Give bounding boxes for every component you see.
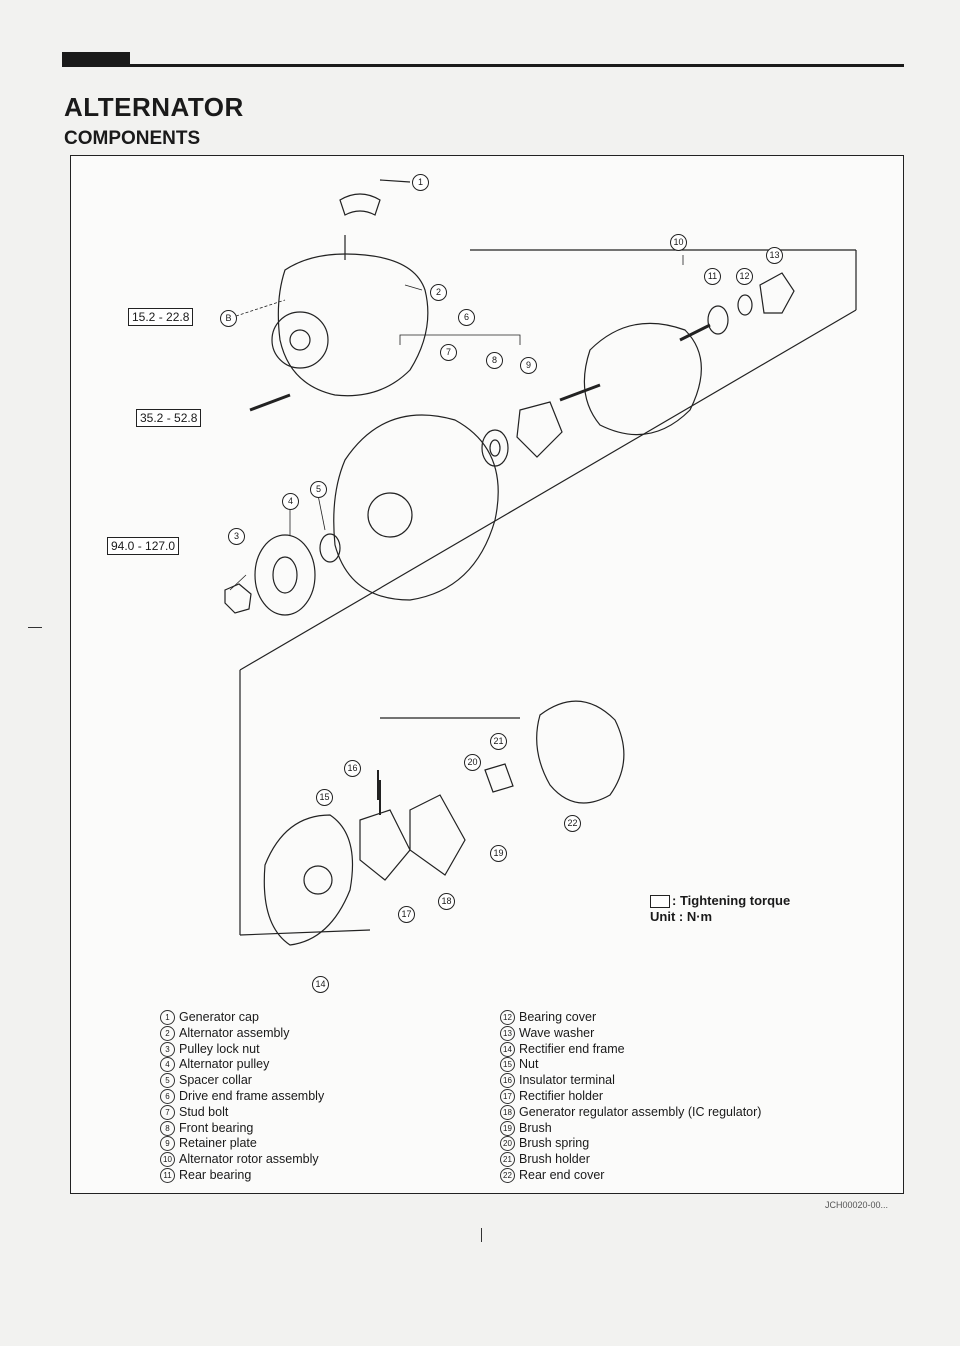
page-header-rule xyxy=(62,64,904,67)
bearing-cover-shape xyxy=(737,294,753,316)
rear-end-cover-shape xyxy=(536,700,625,804)
page-mark xyxy=(481,1228,482,1242)
callout-18: 18 xyxy=(438,893,455,910)
rectifier-end-frame-shape xyxy=(263,814,353,946)
callout-12: 12 xyxy=(736,268,753,285)
alternator-assembly-shape xyxy=(277,253,429,397)
leader-line xyxy=(379,179,411,183)
callout-20: 20 xyxy=(464,754,481,771)
callout-9: 9 xyxy=(520,357,537,374)
section-subtitle: COMPONENTS xyxy=(64,128,201,149)
leader-line xyxy=(239,929,371,936)
spacer-collar-shape xyxy=(319,533,341,563)
callout-16: 16 xyxy=(344,760,361,777)
callout-3: 3 xyxy=(228,528,245,545)
torque-legend: : Tightening torque Unit : N·m xyxy=(650,893,790,925)
margin-mark xyxy=(28,627,42,628)
callout-6: 6 xyxy=(458,309,475,326)
callout-8: 8 xyxy=(486,352,503,369)
callout-19: 19 xyxy=(490,845,507,862)
wave-washer-shape xyxy=(759,272,795,314)
callout-2: 2 xyxy=(430,284,447,301)
leader-line xyxy=(239,309,857,671)
nut-shape xyxy=(224,583,252,614)
retainer-plate-shape xyxy=(516,401,563,458)
diagram-frame xyxy=(70,155,904,1194)
front-bearing-shape xyxy=(481,429,509,467)
page-title: ALTERNATOR xyxy=(64,92,244,122)
callout-1: 1 xyxy=(412,174,429,191)
callout-15: 15 xyxy=(316,789,333,806)
torque-value-box: 35.2 - 52.8 xyxy=(136,409,202,427)
callout-7: 7 xyxy=(440,344,457,361)
callout-22: 22 xyxy=(564,815,581,832)
callout-14: 14 xyxy=(312,976,329,993)
generator-cap-shape xyxy=(339,193,381,216)
rear-bearing-shape xyxy=(707,305,729,335)
torque-value-box: 94.0 - 127.0 xyxy=(107,537,180,555)
callout-11: 11 xyxy=(704,268,721,285)
callout-10: 10 xyxy=(670,234,687,251)
rectifier-holder-shape xyxy=(359,809,411,881)
callout-5: 5 xyxy=(310,481,327,498)
callout-4: 4 xyxy=(282,493,299,510)
torque-box-symbol xyxy=(650,895,670,909)
regulator-shape xyxy=(409,794,466,876)
callout-13: 13 xyxy=(766,247,783,264)
pulley-shape xyxy=(254,534,316,616)
callout-bolt-ref: B xyxy=(220,310,237,327)
alternator-pulley-front xyxy=(271,311,329,369)
callout-17: 17 xyxy=(398,906,415,923)
page-header-tab xyxy=(62,52,130,64)
legend-torque-label: : Tightening torque xyxy=(672,893,791,908)
rotor-shape xyxy=(583,322,702,436)
drive-end-frame-shape xyxy=(333,414,499,601)
legend-unit-label: Unit : N·m xyxy=(650,909,713,924)
bolt-shape xyxy=(249,393,291,412)
figure-code: JCH00020-00... xyxy=(825,1200,889,1210)
brush-holder-shape xyxy=(484,763,514,793)
callout-21: 21 xyxy=(490,733,507,750)
torque-value-box: 15.2 - 22.8 xyxy=(128,308,194,326)
